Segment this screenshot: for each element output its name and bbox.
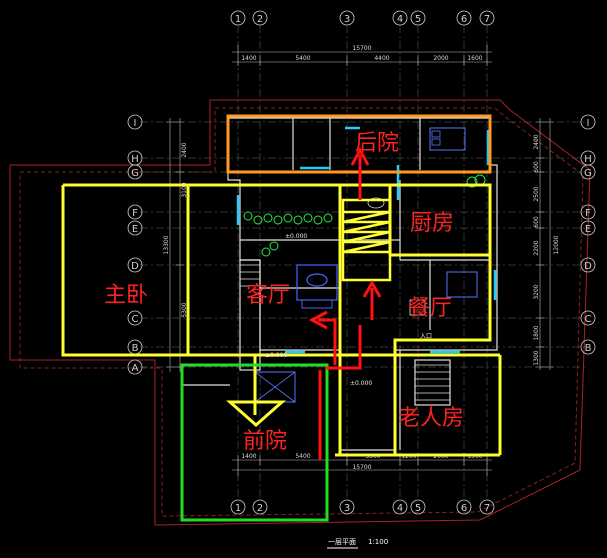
dim-seg-right: 2200 [533, 240, 540, 255]
grid-bubbles-bottom: 1 2 3 4 5 6 7 [230, 499, 495, 515]
grid-row-label: G [131, 168, 139, 179]
elevation-front: ±0.000 [265, 352, 287, 359]
room-label-backyard: 后院 [355, 131, 399, 156]
grid-lines [140, 25, 585, 500]
grid-col-label: 1 [235, 503, 241, 514]
plants [243, 174, 486, 257]
dim-total-right: 12000 [553, 235, 560, 254]
dimension-right [536, 118, 554, 370]
dim-seg-top: 2000 [433, 55, 448, 62]
grid-col-label: 5 [415, 503, 421, 514]
stair-box [341, 198, 392, 282]
dimension-bottom [232, 455, 492, 476]
grid-row-label: D [584, 261, 592, 272]
dim-seg-right: 2400 [533, 134, 540, 149]
grid-col-label: 2 [257, 14, 263, 25]
grid-col-label: 4 [397, 14, 403, 25]
grid-bubbles-left: I H G F E D C B A [127, 114, 143, 375]
dim-seg-top: 5400 [295, 55, 310, 62]
yellow-zones [61, 183, 502, 457]
dim-seg-left: 3100 [181, 182, 188, 197]
dim-seg-right: 600 [533, 216, 540, 228]
grid-col-label: 5 [415, 14, 421, 25]
grid-row-label: E [132, 224, 138, 235]
dim-seg-left: 5300 [181, 302, 188, 317]
room-label-living-room: 客厅 [246, 283, 290, 308]
frontyard-zone [180, 363, 329, 522]
grid-col-label: 7 [484, 503, 490, 514]
dim-total-bottom: 15700 [352, 464, 371, 471]
dim-seg-right: 600 [533, 161, 540, 173]
grid-row-label: H [131, 154, 139, 165]
dim-seg-right: 2500 [533, 186, 540, 201]
grid-col-label: 1 [235, 14, 241, 25]
site-boundary [9, 99, 591, 526]
drawing-title: 一层平面 [328, 538, 356, 546]
grid-col-label: 2 [257, 503, 263, 514]
entry-label: 入口 [420, 333, 432, 340]
dimension-top [232, 45, 492, 66]
grid-row-label: C [132, 314, 139, 325]
dim-seg-right: 1300 [533, 350, 540, 365]
grid-col-label: 6 [461, 14, 467, 25]
zigzag-stairs [342, 210, 391, 254]
grid-row-label: I [587, 118, 590, 129]
grid-row-label: D [131, 261, 139, 272]
grid-col-label: 7 [484, 14, 490, 25]
grid-col-label: 3 [344, 503, 350, 514]
grid-row-label: C [585, 314, 592, 325]
grid-row-label: H [584, 154, 592, 165]
dim-seg-left: 2400 [181, 142, 188, 157]
grid-bubbles-top: 1 2 3 4 5 6 7 [230, 10, 495, 26]
grid-row-label: B [132, 343, 139, 354]
grid-row-label: F [585, 208, 591, 219]
drawing-scale: 1:100 [368, 538, 388, 546]
room-label-front-yard: 前院 [243, 429, 287, 454]
grid-row-label: E [585, 224, 591, 235]
grid-col-label: 3 [344, 14, 350, 25]
grid-col-label: 6 [461, 503, 467, 514]
room-label-dining-room: 餐厅 [408, 296, 452, 321]
dim-total-left: 13300 [163, 235, 170, 254]
room-label-master-bedroom: 主卧 [104, 283, 148, 308]
elevation-main: ±0.000 [285, 233, 307, 240]
entry-triangle [226, 400, 286, 428]
elevation-bottom: ±0.000 [350, 380, 372, 387]
room-label-kitchen: 厨房 [410, 211, 454, 236]
grid-bubbles-right: I H G F E D C B [580, 114, 596, 355]
grid-row-label: G [584, 168, 592, 179]
stairs-left [240, 264, 260, 287]
room-label-elder-room: 老人房 [398, 406, 464, 431]
stairs-lower [415, 364, 450, 401]
red-arrows [308, 146, 382, 460]
grid-row-label: A [132, 363, 139, 374]
site-boundary-inner [19, 107, 584, 517]
dim-seg-top: 1400 [241, 55, 256, 62]
grid-row-label: F [132, 208, 138, 219]
grid-row-label: I [134, 118, 137, 129]
dim-seg-bottom: 1400 [241, 453, 256, 460]
dim-seg-right: 3200 [533, 284, 540, 299]
grid-col-label: 4 [397, 503, 403, 514]
dim-seg-right: 1800 [533, 325, 540, 340]
dim-seg-top: 4400 [374, 55, 389, 62]
dim-seg-top: 1600 [467, 55, 482, 62]
dim-seg-bottom: 5400 [295, 453, 310, 460]
grid-row-label: B [585, 343, 592, 354]
dim-total-top: 15700 [352, 45, 371, 52]
